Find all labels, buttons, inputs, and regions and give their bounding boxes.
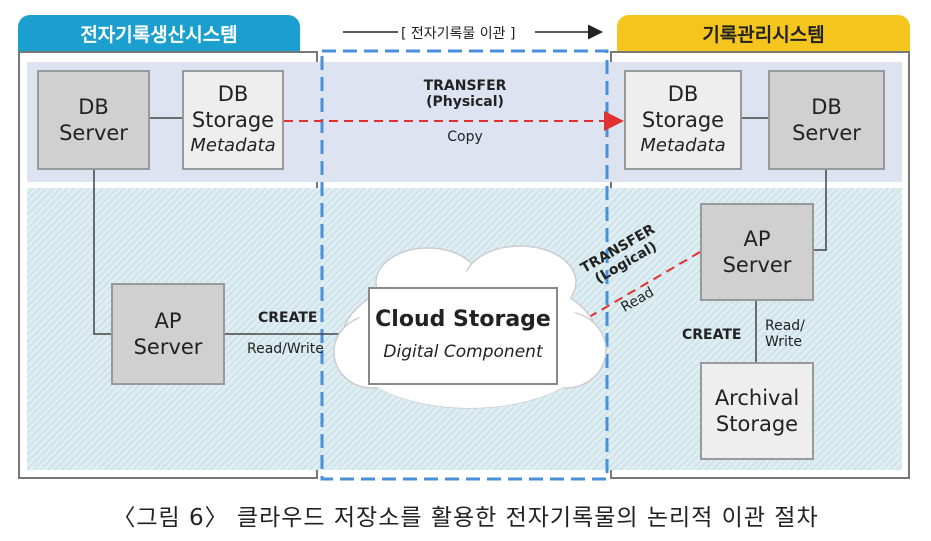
left-ap-server: AP Server bbox=[111, 283, 225, 385]
right-archival-storage: Archival Storage bbox=[700, 362, 814, 460]
left-db-server-to-ap-server-line bbox=[93, 170, 111, 335]
left-system-tab: 전자기록생산시스템 bbox=[18, 15, 300, 51]
transfer-logical-arrow bbox=[558, 251, 701, 336]
right-system-tab: 기록관리시스템 bbox=[617, 15, 910, 51]
right-ap-server: AP Server bbox=[700, 203, 814, 301]
left-create-label: CREATE bbox=[258, 310, 318, 326]
right-db-server-to-ap-server-line bbox=[814, 170, 827, 251]
right-db-storage-metadata: Metadata bbox=[640, 135, 726, 156]
right-db-storage: DB Storage Metadata bbox=[624, 70, 742, 170]
right-system-title: 기록관리시스템 bbox=[702, 23, 825, 46]
right-create-read-write-label: Read/ Write bbox=[765, 318, 805, 350]
cloud-storage-sub: Digital Component bbox=[383, 342, 543, 362]
cloud-storage-box: Cloud Storage Digital Component bbox=[368, 287, 558, 385]
left-db-storage: DB Storage Metadata bbox=[182, 70, 284, 170]
header-arrow-label: [ 전자기록물 이관 ] bbox=[401, 26, 516, 42]
figure-caption: 〈그림 6〉 클라우드 저장소를 활용한 전자기록물의 논리적 이관 절차 bbox=[112, 505, 819, 531]
left-system-title: 전자기록생산시스템 bbox=[80, 23, 238, 46]
transfer-physical-copy-label: Copy bbox=[447, 129, 483, 145]
right-db-server: DB Server bbox=[768, 70, 885, 170]
cloud-storage-title: Cloud Storage bbox=[375, 307, 551, 332]
left-create-read-write-label: Read/Write bbox=[247, 341, 324, 357]
right-create-label: CREATE bbox=[682, 327, 742, 343]
left-db-server: DB Server bbox=[37, 70, 150, 170]
left-db-storage-metadata: Metadata bbox=[190, 135, 276, 156]
transfer-physical-label: TRANSFER (Physical) bbox=[423, 78, 507, 110]
